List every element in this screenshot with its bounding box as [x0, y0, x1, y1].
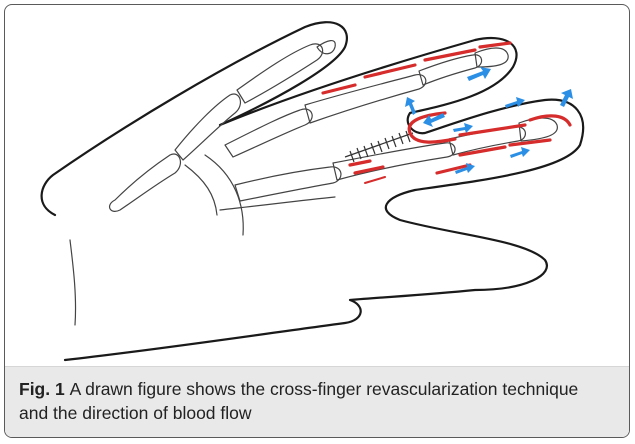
palm-lines: [70, 155, 335, 325]
middle-finger-bones: [235, 118, 557, 201]
hand-outline: [42, 22, 583, 360]
caption-label: Fig. 1: [19, 379, 70, 399]
suture-line: [345, 131, 413, 162]
caption-text: A drawn figure shows the cross-finger re…: [19, 379, 578, 423]
blood-vessels: [323, 43, 570, 183]
flow-arrow-icon: [453, 123, 473, 133]
flow-arrow-icon: [510, 147, 530, 158]
blood-flow-arrows: [405, 67, 573, 174]
hand-illustration: [5, 5, 630, 369]
caption-bar: Fig. 1 A drawn figure shows the cross-fi…: [5, 366, 629, 437]
figure-caption: Fig. 1 A drawn figure shows the cross-fi…: [19, 377, 609, 425]
figure-frame: Fig. 1 A drawn figure shows the cross-fi…: [4, 4, 630, 438]
